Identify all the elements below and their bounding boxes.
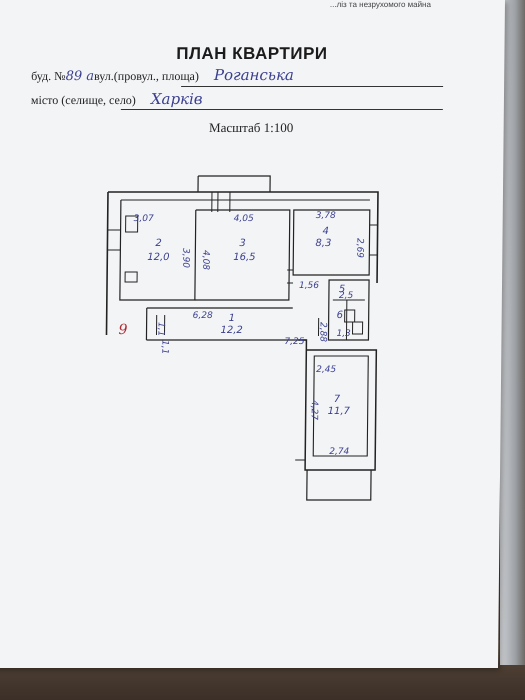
paper-stack-edge [500, 0, 525, 665]
room-number: 7 [334, 394, 341, 405]
dim-label: 3,78 [316, 211, 336, 221]
room-number: 1 [229, 313, 235, 324]
dim-label: 3,90 [180, 248, 190, 268]
dim-label: 2,45 [316, 365, 336, 375]
dim-label: 3,07 [134, 214, 154, 224]
dim-label: 7,25 [284, 337, 304, 347]
dim-label: 1,3 [336, 329, 351, 339]
dim-label: 2,69 [354, 238, 364, 258]
dim-label: 2,74 [329, 447, 349, 457]
dim-label: 1,56 [299, 281, 319, 291]
room-area: 16,5 [233, 252, 255, 263]
room-number: 3 [239, 238, 245, 249]
floor-plan: 3,07 4,05 3,78 3,90 4,08 2,69 1,56 2,5 1… [105, 175, 379, 501]
room-area: 11,7 [328, 406, 351, 417]
room-number: 5 [339, 284, 345, 295]
room-area: 12,2 [220, 325, 242, 336]
dim-label: 4,08 [200, 250, 210, 270]
dim-label: 2,88 [317, 322, 327, 342]
room-number: 4 [323, 226, 329, 237]
dim-label: 1,1 [155, 322, 165, 336]
room-area: 12,0 [147, 252, 169, 263]
document-sheet: ...ліз та незрухомого майна ПЛАН КВАРТИР… [0, 0, 506, 668]
dim-label: 4,05 [234, 214, 254, 224]
room-number: 2 [155, 238, 161, 249]
marker-label: 9 [118, 322, 127, 338]
dim-label: 4,27 [309, 400, 319, 420]
dim-label: 1,1 [159, 340, 169, 354]
dim-label: 6,28 [193, 311, 213, 321]
room-number: 6 [337, 310, 343, 321]
room-area: 8,3 [315, 238, 331, 249]
dim-label: 2,5 [339, 291, 354, 301]
